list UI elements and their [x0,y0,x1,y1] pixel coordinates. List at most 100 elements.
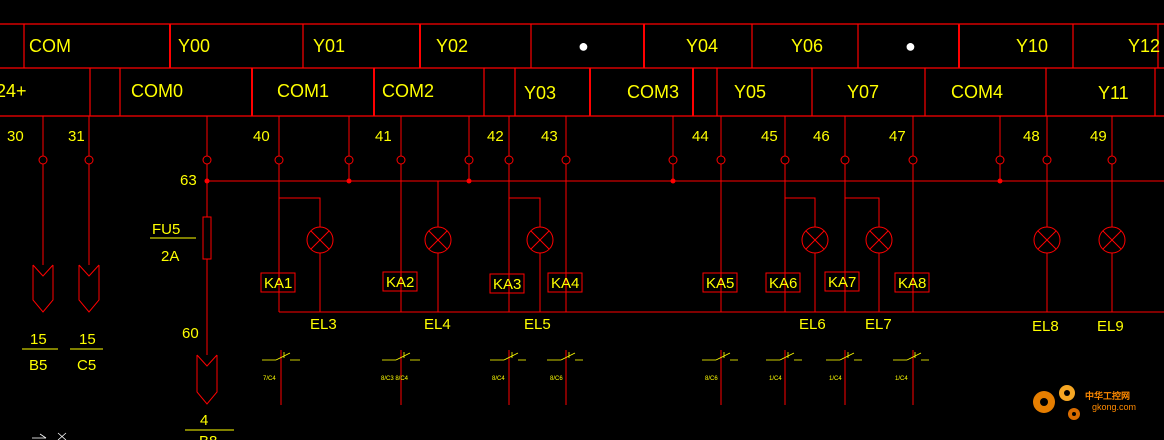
connector-b8-bottom: B8 [199,433,217,440]
lamp-label-el6: EL6 [799,316,826,333]
gear-icon [1033,385,1080,420]
connector-arrow-c5 [78,265,100,313]
terminal-42: 42 [487,128,504,145]
cell-com4: COM4 [951,82,1003,102]
lamp-label-el5: EL5 [524,316,551,333]
contact-6 [766,352,802,361]
terminal-31: 31 [68,128,85,145]
lamp-el8 [1033,226,1061,254]
terminal-49: 49 [1090,128,1107,145]
connector-b5-top: 15 [30,331,47,348]
relay-ka6: KA6 [769,275,797,292]
relay-ka4: KA4 [551,275,579,292]
lamp-label-el7: EL7 [865,316,892,333]
contact-label-2: 8/C3 8/C4 [381,376,409,382]
watermark: 中华工控网 gkong.com [1033,385,1136,420]
connector-arrow-b5 [32,265,54,313]
lamp-labels: EL3 EL4 EL5 EL6 EL7 EL8 EL9 [310,316,1124,335]
relay-ka1: KA1 [264,275,292,292]
contact-symbols [262,352,929,361]
bus-node-label: 63 [180,172,197,189]
connector-c5-top: 15 [79,331,96,348]
corner-marker [32,432,67,440]
cell-y02: Y02 [436,36,468,56]
relay-ka7: KA7 [828,274,856,291]
contact-8 [893,352,929,361]
cell-y07: Y07 [847,82,879,102]
relay-labels: KA1 KA2 KA3 KA4 KA5 KA6 KA7 KA8 [260,271,930,294]
terminal-table [0,23,1164,117]
cell-y11: Y11 [1098,83,1129,103]
contact-label-1: 7/C4 [263,376,276,382]
relay-ka5: KA5 [706,275,734,292]
fuse-rating: 2A [161,248,179,265]
connector-labels: 15 B5 15 C5 4 B8 [22,331,234,440]
connector-b8-top: 4 [200,412,208,429]
lamp-label-el3: EL3 [310,316,337,333]
cell-y04: Y04 [686,36,718,56]
terminal-44: 44 [692,128,709,145]
cell-com1: COM1 [277,81,329,101]
connector-arrow-b8 [196,355,218,405]
cell-dot-2: ● [905,36,916,56]
watermark-title: 中华工控网 [1085,390,1130,401]
terminal-41: 41 [375,128,392,145]
cell-y06: Y06 [791,36,823,56]
wire-60-label: 60 [182,325,199,342]
lamp-el5 [526,226,554,254]
lamp-el7 [865,226,893,254]
connector-b5-bottom: B5 [29,357,47,374]
contact-4 [547,352,583,361]
cell-y05: Y05 [734,82,766,102]
lamp-label-el9: EL9 [1097,318,1124,335]
output-row-top: COM Y00 Y01 Y02 ● Y04 Y06 ● Y10 Y12 [29,36,1160,56]
contact-label-7: 1/C4 [829,376,842,382]
lamp-el3 [306,226,334,254]
output-row-second: 24+ COM0 COM1 COM2 Y03 COM3 Y05 Y07 COM4… [0,81,1129,103]
contact-1 [262,352,300,361]
terminal-numbers: 30 31 40 41 42 43 44 45 46 47 48 49 [7,128,1107,145]
wiring [42,116,1164,405]
connector-arrows [32,264,218,405]
terminal-30: 30 [7,128,24,145]
contact-2 [382,352,420,361]
terminal-48: 48 [1023,128,1040,145]
cell-y03: Y03 [524,83,556,103]
contact-label-8: 1/C4 [895,376,908,382]
contact-3 [490,352,526,361]
lamps [306,226,1126,254]
contact-labels: 7/C4 8/C3 8/C4 8/C4 8/C6 8/C6 1/C4 1/C4 … [263,376,908,382]
cell-y12: Y12 [1128,36,1160,56]
terminal-45: 45 [761,128,778,145]
fuse-symbol: FU5 2A [150,216,212,265]
contact-label-3: 8/C4 [492,376,505,382]
cell-y10: Y10 [1016,36,1048,56]
terminal-43: 43 [541,128,558,145]
lamp-el6 [801,226,829,254]
contact-7 [826,352,862,361]
fuse-name: FU5 [152,221,180,238]
lamp-label-el4: EL4 [424,316,451,333]
relay-ka2: KA2 [386,274,414,291]
cell-dot-1: ● [578,36,589,56]
relay-ka8: KA8 [898,275,926,292]
cell-com3: COM3 [627,82,679,102]
watermark-url: gkong.com [1092,402,1136,412]
contact-label-4: 8/C6 [550,376,563,382]
cell-y01: Y01 [313,36,345,56]
contact-label-5: 8/C6 [705,376,718,382]
relay-ka3: KA3 [493,276,521,293]
terminal-47: 47 [889,128,906,145]
cell-y00: Y00 [178,36,210,56]
lamp-el9 [1098,226,1126,254]
contact-5 [702,352,738,361]
lamp-label-el8: EL8 [1032,318,1059,335]
terminal-40: 40 [253,128,270,145]
terminal-46: 46 [813,128,830,145]
cell-com0: COM0 [131,81,183,101]
lamp-el4 [424,226,452,254]
connector-c5-bottom: C5 [77,357,96,374]
cell-24plus: 24+ [0,81,27,101]
cell-com: COM [29,36,71,56]
